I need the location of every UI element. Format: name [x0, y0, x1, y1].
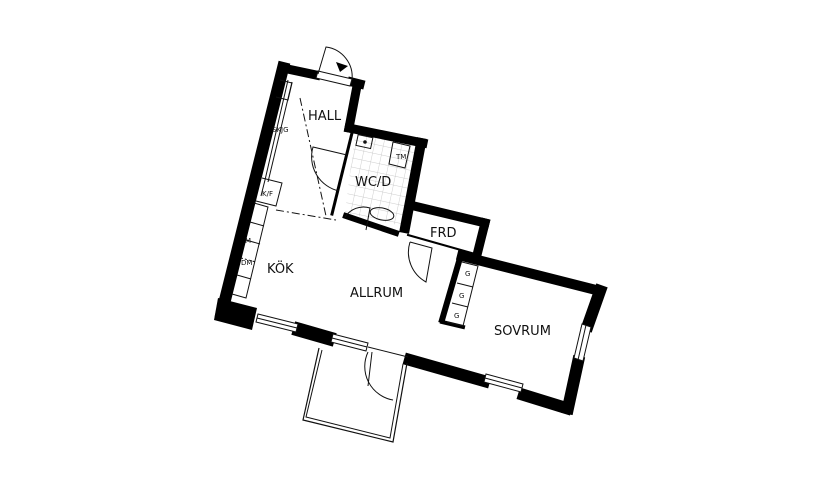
wall-sovrum-bottom-right — [516, 387, 574, 416]
window-hall-entry — [315, 70, 353, 87]
wall-hall-right — [343, 80, 363, 134]
sink-icon — [355, 134, 374, 150]
wall-wc-top — [343, 122, 429, 149]
doors — [275, 46, 433, 401]
fixture-label-g3: G — [454, 312, 459, 320]
fixture-label-g2: G — [459, 292, 464, 300]
fixture-label-g1: G — [465, 270, 470, 278]
wall-corner-bottom-left — [214, 298, 257, 330]
fixture-label-m: M — [245, 237, 251, 245]
kf-cabinet — [255, 177, 283, 207]
wall-frd-right — [471, 217, 491, 261]
wall-wc-left — [330, 131, 354, 216]
wall-wc-right — [399, 137, 427, 234]
wall-sovrum-right-upper — [580, 283, 608, 333]
entry-arrow-icon — [336, 62, 348, 72]
wc-floor-tiles — [345, 133, 418, 226]
room-label-hall: HALL — [308, 109, 342, 124]
room-label-frd: FRD — [430, 226, 457, 241]
kitchen-counter — [231, 202, 269, 299]
door-entry — [317, 46, 353, 81]
fixture-label-tm: TM — [395, 153, 406, 161]
wall-wc-bottom — [342, 212, 400, 237]
wall-allrum-pillar — [291, 321, 337, 347]
room-label-kok: KÖK — [267, 260, 294, 277]
windows — [255, 70, 592, 393]
balcony — [302, 346, 409, 443]
room-label-wc: WC/D — [355, 175, 391, 190]
wall-wardrobe-bottom — [439, 319, 466, 330]
wall-sovrum-right-lower — [560, 354, 586, 416]
fixture-label-dm: DM — [241, 259, 252, 267]
fixture-label-kf: K/F — [262, 190, 273, 198]
door-balcony — [364, 351, 394, 401]
wall-frd-bottom — [406, 233, 477, 256]
room-label-allrum: ALLRUM — [350, 286, 403, 301]
fittings — [231, 79, 479, 327]
toilet-icon — [369, 207, 395, 221]
door-wc — [311, 146, 348, 192]
fixture-label-skjg: SKJG — [272, 126, 289, 134]
wall-wardrobe-side — [438, 254, 464, 324]
room-label-sovrum: SOVRUM — [494, 324, 551, 339]
wall-sovrum-bottom-left — [402, 352, 492, 389]
wall-sovrum-top — [455, 249, 607, 298]
wall-left — [214, 60, 291, 320]
door-wc-inner — [344, 206, 371, 231]
wall-frd-top — [404, 199, 491, 229]
wall-hall-top — [277, 62, 322, 81]
walls — [214, 60, 608, 416]
door-frd — [407, 241, 433, 283]
wardrobe — [446, 261, 479, 327]
tm-box — [388, 141, 411, 169]
